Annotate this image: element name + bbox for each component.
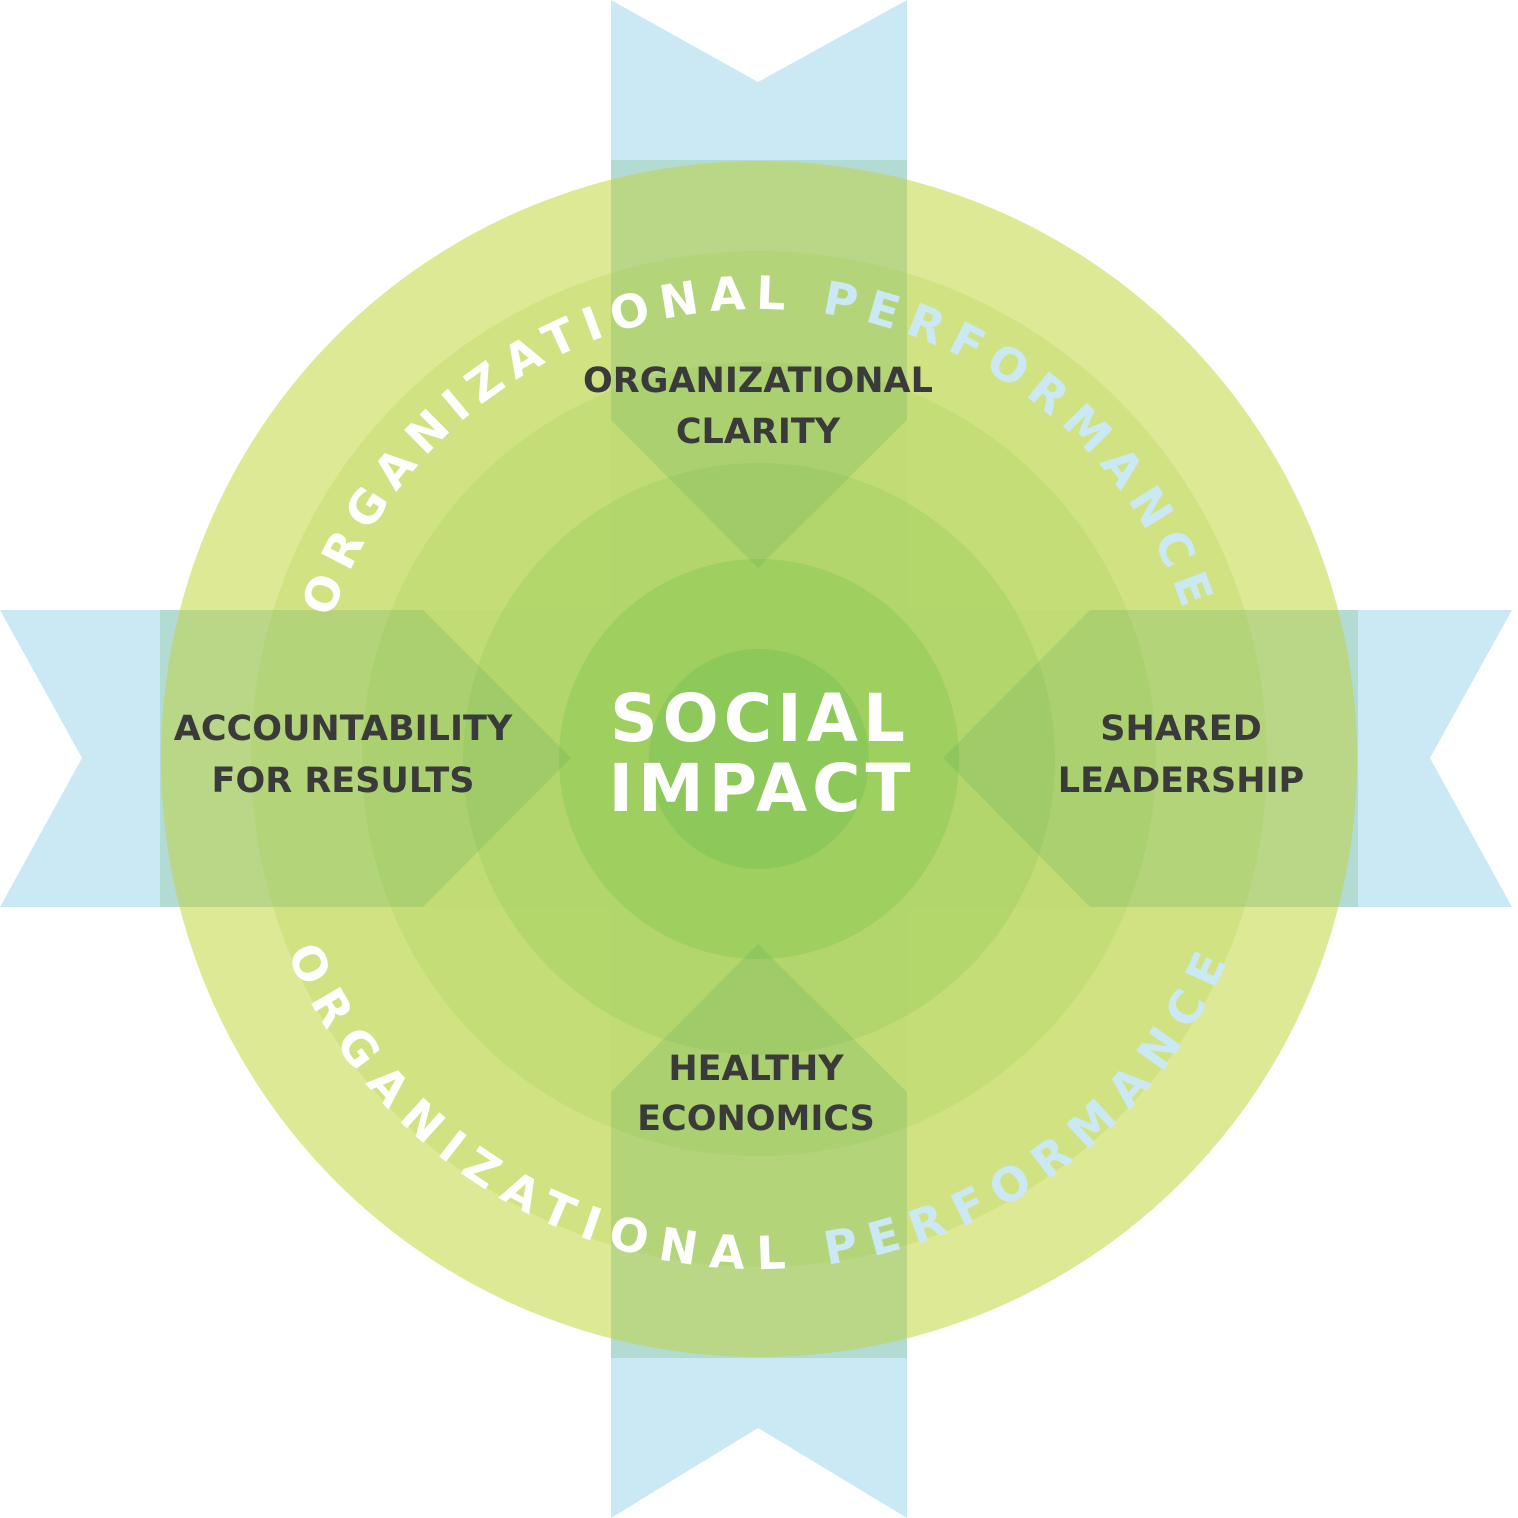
center-title: SOCIAL IMPACT: [608, 680, 915, 827]
pillar-top-line1: ORGANIZATIONAL: [583, 361, 933, 401]
arm-bottom: [611, 944, 907, 1358]
pillar-left-line2: FOR RESULTS: [212, 761, 475, 801]
pillar-left: ACCOUNTABILITY FOR RESULTS: [174, 709, 513, 801]
arm-overlays: [160, 160, 1358, 1358]
pillar-top: ORGANIZATIONAL CLARITY: [583, 361, 933, 452]
pillar-left-line1: ACCOUNTABILITY: [174, 709, 513, 749]
center-title-line2: IMPACT: [608, 750, 915, 827]
ring-core: [649, 649, 869, 869]
arm-top: [611, 160, 907, 568]
arm-left: [160, 610, 571, 907]
pillar-top-line2: CLARITY: [676, 412, 841, 452]
pillar-right-line1: SHARED: [1100, 709, 1262, 749]
arm-right: [943, 610, 1358, 907]
pillar-right: SHARED LEADERSHIP: [1058, 709, 1304, 801]
pillar-bottom-line1: HEALTHY: [668, 1049, 844, 1089]
center-title-line1: SOCIAL: [610, 680, 910, 757]
pillar-right-line2: LEADERSHIP: [1058, 761, 1304, 801]
pillar-bottom: HEALTHY ECONOMICS: [637, 1049, 875, 1139]
pillar-bottom-line2: ECONOMICS: [637, 1099, 875, 1139]
